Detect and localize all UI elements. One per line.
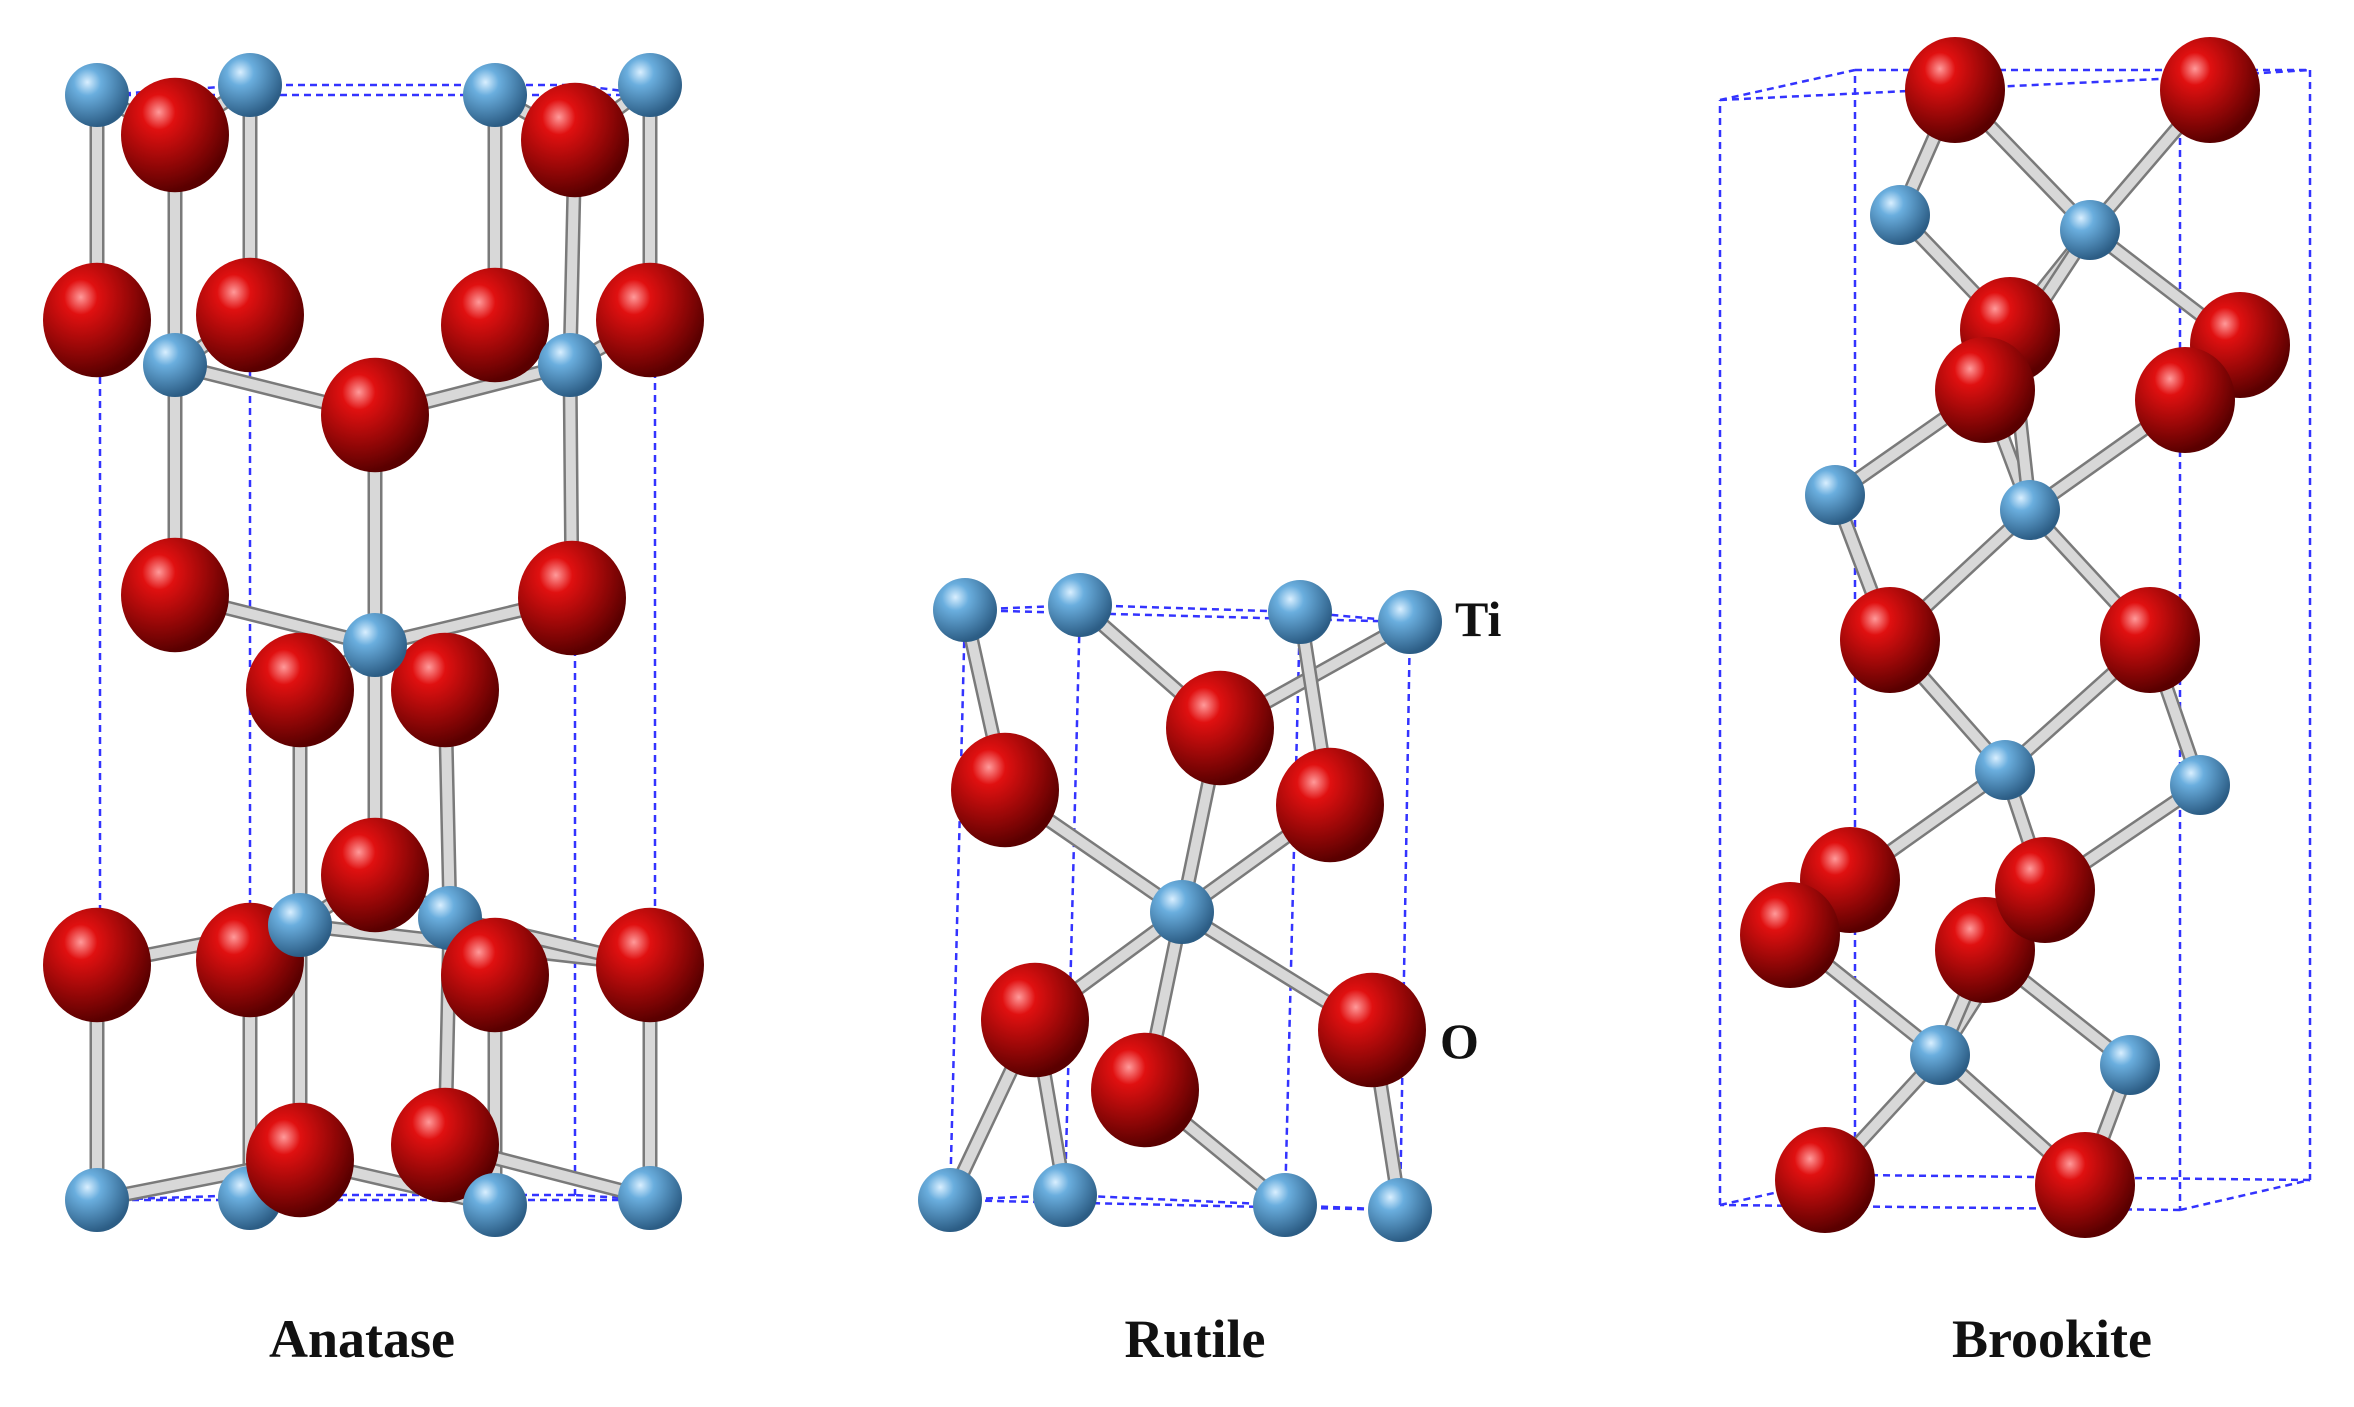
anatase-ti-atom [218,53,282,117]
anatase-ti-atom [343,613,407,677]
anatase-o-atom [121,77,229,193]
rutile-cell-edge-2 [949,1198,1401,1212]
brookite-o-atom [1775,1127,1875,1233]
atoms-layer [43,37,2290,1242]
anatase-o-atom [596,907,704,1023]
rutile-ti-atom [1150,880,1214,944]
anatase-o-atom [43,262,151,378]
rutile-o-atom [981,962,1089,1078]
anatase-o-atom [246,1102,354,1218]
rutile-ti-atom [1268,580,1332,644]
brookite-ti-atom [2000,480,2060,540]
caption-brookite: Brookite [1952,1309,2152,1369]
anatase-o-atom [521,82,629,198]
rutile-o-atom [951,732,1059,848]
anatase-ti-atom [618,1166,682,1230]
anatase-ti-atom [65,63,129,127]
rutile-ti-atom [1048,573,1112,637]
brookite-ti-atom [1910,1025,1970,1085]
anatase-ti-atom [618,53,682,117]
anatase-ti-atom [538,333,602,397]
anatase-o-atom [43,907,151,1023]
brookite-cell-edge-6 [1854,1173,2311,1182]
brookite-o-atom [2035,1132,2135,1238]
anatase-o-atom [596,262,704,378]
anatase-o-atom [391,1087,499,1203]
rutile-cell-edge-6 [1064,1193,1286,1207]
brookite-o-atom [1905,37,2005,143]
brookite-ti-atom [1805,465,1865,525]
anatase-o-atom [321,357,429,473]
rutile-ti-atom [918,1168,982,1232]
anatase-o-atom [441,267,549,383]
rutile-ti-atom [933,578,997,642]
brookite-ti-atom [2060,200,2120,260]
atom-label-ti: Ti [1455,591,1502,647]
caption-rutile: Rutile [1124,1309,1266,1369]
rutile-o-atom [1091,1032,1199,1148]
anatase-o-atom [196,257,304,373]
rutile-o-atom [1276,747,1384,863]
rutile-cell-edge-5 [1283,611,1302,1206]
anatase-o-atom [391,632,499,748]
anatase-ti-atom [65,1168,129,1232]
anatase-o-atom [121,537,229,653]
rutile-cell-edge-3 [948,609,967,1201]
rutile-cell-edge-4 [1079,603,1301,614]
rutile-ti-atom [1378,590,1442,654]
anatase-ti-atom [268,893,332,957]
anatase-o-atom [441,917,549,1033]
anatase-o-atom [246,632,354,748]
anatase-o-atom [518,540,626,656]
rutile-cell-edge-1 [1398,621,1412,1211]
rutile-o-atom [1318,972,1426,1088]
rutile-ti-atom [1368,1178,1432,1242]
rutile-o-atom [1166,670,1274,786]
brookite-ti-atom [1975,740,2035,800]
brookite-o-atom [2160,37,2260,143]
rutile-ti-atom [1253,1173,1317,1237]
brookite-cell-edge-10 [2179,1178,2311,1212]
rutile-ti-atom [1033,1163,1097,1227]
brookite-ti-atom [2100,1035,2160,1095]
anatase-o-atom [321,817,429,933]
brookite-o-atom [2135,347,2235,453]
brookite-o-atom [1840,587,1940,693]
rutile-cell-edge-0 [964,608,1411,624]
brookite-o-atom [1740,882,1840,988]
brookite-o-atom [1995,837,2095,943]
brookite-ti-atom [2170,755,2230,815]
anatase-ti-atom [143,333,207,397]
brookite-ti-atom [1870,185,1930,245]
anatase-ti-atom [463,1173,527,1237]
brookite-o-atom [1935,337,2035,443]
rutile-cell-edge-7 [1063,604,1082,1196]
atom-label-o: O [1440,1013,1479,1069]
brookite-o-atom [2100,587,2200,693]
caption-anatase: Anatase [269,1309,455,1369]
anatase-ti-atom [463,63,527,127]
